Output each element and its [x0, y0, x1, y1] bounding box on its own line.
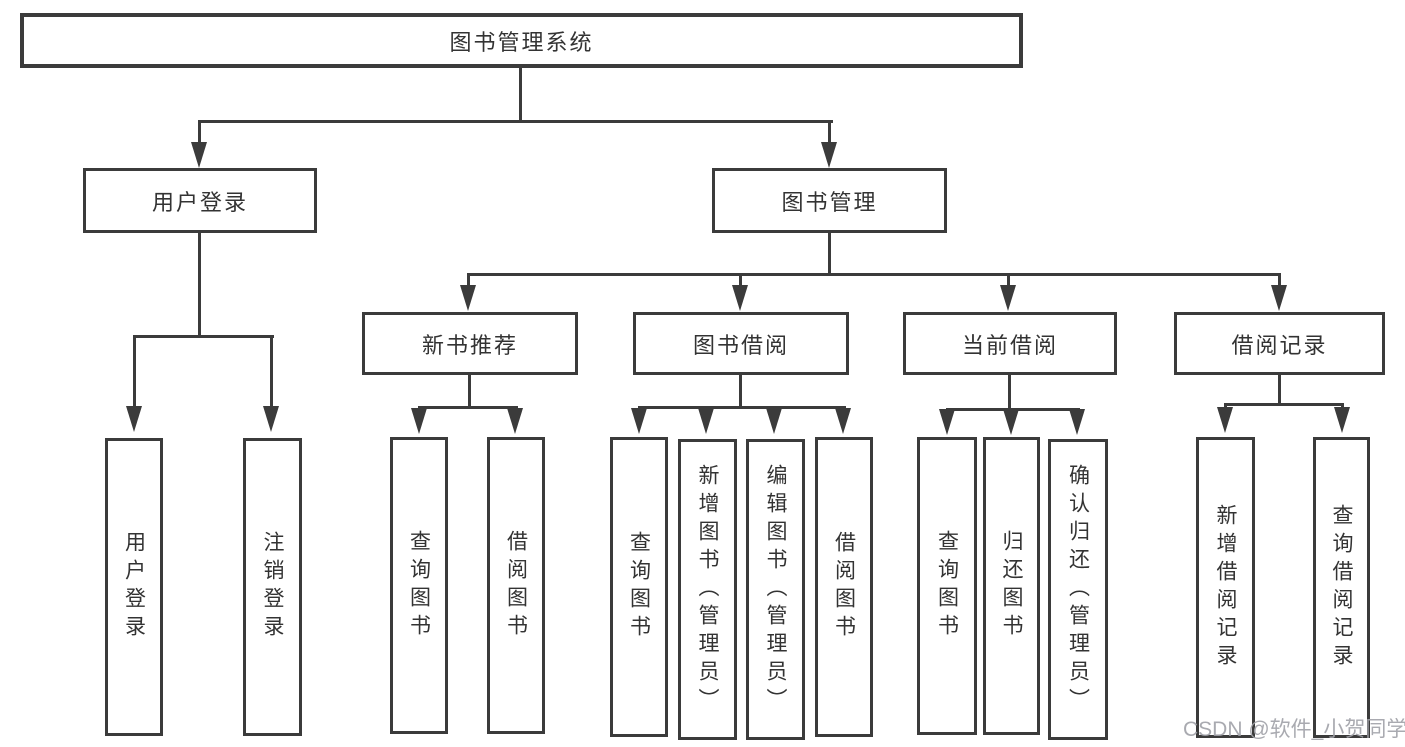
leaf-nbr-borrow-books: 借阅图书 — [487, 437, 545, 734]
arrowhead-user-login-leaf — [126, 406, 142, 432]
arrowhead-cb-confirm — [1069, 409, 1085, 435]
leaf-logout: 注销登录 — [243, 438, 302, 736]
node-book-borrow-label: 图书借阅 — [692, 332, 789, 358]
arrowhead-logout-leaf — [263, 406, 279, 432]
leaf-bb-borrow-books-label: 借阅图书 — [832, 531, 856, 643]
node-root-label: 图书管理系统 — [449, 29, 594, 55]
node-current-borrow: 当前借阅 — [903, 312, 1117, 375]
arrowhead-book-borrow — [732, 285, 748, 311]
leaf-bb-add-books-admin-label: 新增图书（管理员） — [696, 463, 720, 716]
arrowhead-new-book-recommend — [460, 285, 476, 311]
edge-nbr-horizontal — [418, 406, 518, 409]
edge-userlogin-vertical — [198, 233, 201, 336]
node-current-borrow-label: 当前借阅 — [961, 332, 1058, 358]
edge-userlogin-horizontal — [133, 335, 274, 338]
leaf-br-add-record-label: 新增借阅记录 — [1214, 503, 1238, 672]
leaf-nbr-query-books-label: 查询图书 — [407, 529, 431, 642]
leaf-user-login: 用户登录 — [105, 438, 163, 736]
edge-br-stem-1 — [1224, 403, 1227, 410]
arrowhead-book-management — [821, 142, 837, 168]
leaf-logout-label: 注销登录 — [261, 531, 285, 643]
edge-cb-vertical — [1008, 375, 1011, 409]
arrowhead-user-login — [191, 142, 207, 168]
leaf-cb-query-books: 查询图书 — [917, 437, 977, 735]
arrowhead-br-add — [1217, 407, 1233, 433]
leaf-br-add-record: 新增借阅记录 — [1196, 437, 1255, 738]
leaf-br-query-record: 查询借阅记录 — [1313, 437, 1370, 738]
leaf-bb-edit-books-admin-label: 编辑图书（管理员） — [764, 463, 788, 716]
edge-bookmgmt-stem-3 — [1007, 273, 1010, 287]
node-user-login: 用户登录 — [83, 168, 317, 233]
node-book-management-label: 图书管理 — [781, 189, 878, 215]
edge-bookmgmt-vertical — [828, 233, 831, 274]
node-new-book-recommend-label: 新书推荐 — [421, 332, 518, 358]
node-borrow-records-label: 借阅记录 — [1231, 332, 1328, 358]
edge-userlogin-stem-1 — [133, 335, 136, 410]
arrowhead-current-borrow — [1000, 285, 1016, 311]
edge-nbr-vertical — [468, 375, 471, 407]
arrowhead-cb-query — [939, 409, 955, 435]
leaf-bb-query-books: 查询图书 — [610, 437, 668, 737]
arrowhead-cb-return — [1003, 409, 1019, 435]
edge-br-horizontal — [1224, 403, 1344, 406]
csdn-watermark: CSDN @软件_小贺同学 — [1183, 718, 1405, 741]
node-borrow-records: 借阅记录 — [1174, 312, 1385, 375]
edge-root-stem-right — [828, 120, 831, 146]
leaf-cb-return-books: 归还图书 — [983, 437, 1040, 735]
arrowhead-bb-add — [698, 408, 714, 434]
arrowhead-borrow-records — [1271, 285, 1287, 311]
arrowhead-bb-query — [631, 408, 647, 434]
node-book-management: 图书管理 — [712, 168, 947, 233]
edge-bb-horizontal — [638, 406, 846, 409]
edge-bookmgmt-stem-1 — [467, 273, 470, 287]
edge-bookmgmt-horizontal — [467, 273, 1281, 276]
edge-bookmgmt-stem-2 — [739, 273, 742, 287]
node-book-borrow: 图书借阅 — [633, 312, 849, 375]
leaf-user-login-label: 用户登录 — [122, 531, 146, 643]
arrowhead-bb-borrow — [835, 408, 851, 434]
leaf-bb-borrow-books: 借阅图书 — [815, 437, 873, 737]
arrowhead-bb-edit — [766, 408, 782, 434]
edge-root-stem-left — [198, 120, 201, 146]
arrowhead-nbr-query — [411, 408, 427, 434]
arrowhead-br-query — [1334, 407, 1350, 433]
leaf-cb-query-books-label: 查询图书 — [935, 530, 959, 642]
edge-userlogin-stem-2 — [270, 335, 273, 410]
edge-root-vertical — [519, 68, 522, 121]
node-user-login-label: 用户登录 — [151, 189, 248, 215]
leaf-br-query-record-label: 查询借阅记录 — [1330, 503, 1354, 672]
node-root: 图书管理系统 — [20, 13, 1023, 68]
edge-br-vertical — [1278, 375, 1281, 404]
leaf-nbr-borrow-books-label: 借阅图书 — [504, 529, 528, 642]
leaf-bb-edit-books-admin: 编辑图书（管理员） — [746, 439, 805, 740]
leaf-cb-return-books-label: 归还图书 — [1000, 530, 1024, 642]
leaf-bb-add-books-admin: 新增图书（管理员） — [678, 439, 737, 740]
leaf-cb-confirm-return-admin: 确认归还（管理员） — [1048, 439, 1108, 740]
edge-bb-vertical — [739, 375, 742, 407]
edge-br-stem-2 — [1341, 403, 1344, 410]
arrowhead-nbr-borrow — [507, 408, 523, 434]
edge-root-horizontal — [198, 120, 833, 123]
edge-bookmgmt-stem-4 — [1278, 273, 1281, 287]
leaf-bb-query-books-label: 查询图书 — [627, 531, 651, 643]
node-new-book-recommend: 新书推荐 — [362, 312, 578, 375]
leaf-nbr-query-books: 查询图书 — [390, 437, 448, 734]
leaf-cb-confirm-return-admin-label: 确认归还（管理员） — [1066, 463, 1090, 716]
